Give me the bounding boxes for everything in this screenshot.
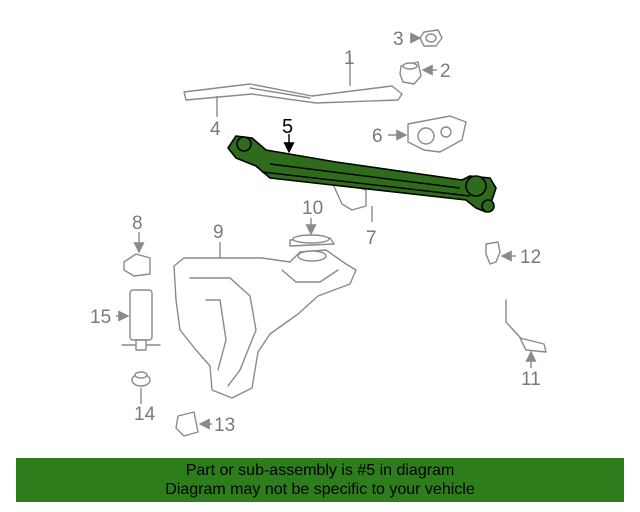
callout-12: 12 — [520, 247, 541, 268]
part-15-washer-pump[interactable] — [121, 289, 161, 351]
callout-9: 9 — [213, 222, 224, 243]
callout-8: 8 — [132, 213, 143, 234]
callout-4: 4 — [210, 119, 221, 140]
part-11-hose[interactable] — [505, 299, 547, 353]
callout-11: 11 — [521, 369, 541, 390]
callout-3: 3 — [393, 29, 404, 50]
parts-diagram: 3 2 1 4 6 7 5 10 — [90, 29, 547, 437]
part-6-wiper-motor[interactable] — [407, 115, 467, 153]
callout-5: 5 — [282, 116, 293, 138]
part-5-wiper-linkage[interactable] — [227, 135, 497, 213]
banner-line-1: Part or sub-assembly is #5 in diagram — [185, 462, 455, 479]
part-3-nut[interactable] — [419, 29, 443, 47]
part-2-grommet[interactable] — [399, 61, 422, 85]
part-13-nozzle[interactable] — [175, 411, 199, 437]
notice-banner: Part or sub-assembly is #5 in diagram Di… — [16, 458, 624, 502]
callout-6: 6 — [372, 126, 383, 147]
part-14-grommet[interactable] — [131, 371, 151, 387]
callout-10: 10 — [302, 198, 323, 219]
part-1-wiper-arm[interactable] — [183, 83, 403, 104]
callout-13: 13 — [214, 415, 235, 436]
banner-line-2: Diagram may not be specific to your vehi… — [165, 481, 475, 498]
part-12-clip[interactable] — [485, 241, 501, 265]
callout-15: 15 — [90, 307, 111, 328]
part-10-cap[interactable] — [289, 234, 335, 247]
callout-14: 14 — [134, 404, 156, 425]
part-9-washer-reservoir[interactable] — [173, 249, 357, 399]
callout-7: 7 — [366, 228, 377, 249]
callout-2: 2 — [440, 61, 451, 82]
callout-1: 1 — [344, 48, 355, 69]
part-8-bracket[interactable] — [123, 253, 151, 277]
